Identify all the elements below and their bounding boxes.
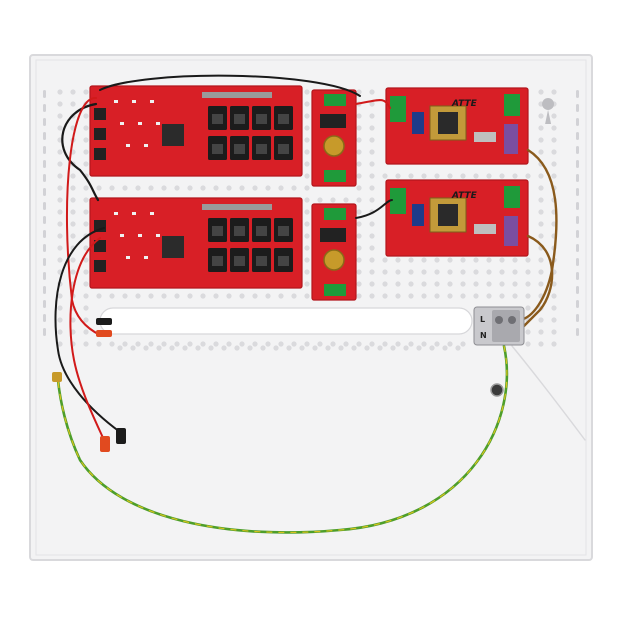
side-vent-slits — [43, 90, 579, 336]
black-wire-top-bus — [99, 74, 361, 97]
terminal-label-l: L — [480, 315, 485, 324]
black-lead-tip-2 — [116, 428, 126, 444]
brown-wire-psu-1 — [518, 148, 558, 322]
black-wire-mid-link — [355, 199, 393, 219]
red-lead-tip-1 — [96, 330, 112, 337]
ground-stud — [490, 383, 504, 397]
dc-converter-board-2 — [311, 203, 357, 301]
black-wire-lead-1 — [54, 227, 121, 433]
boards — [89, 85, 529, 301]
black-lead-tip-1 — [96, 318, 112, 325]
power-supply-board-1 — [385, 87, 529, 165]
enclosure-inner-rim — [35, 59, 587, 556]
white-wire-right — [511, 345, 586, 441]
terminal-label-n: N — [480, 331, 487, 340]
red-wire-lead-1 — [69, 237, 105, 441]
red-wire-left-long — [66, 96, 101, 336]
ground-ring-lug — [52, 372, 62, 382]
psu-brand-label-bottom: ATTE — [451, 191, 478, 201]
keyhole — [542, 98, 555, 124]
wires — [52, 74, 586, 534]
mains-terminal-block: L N — [473, 306, 525, 346]
poe-switch-board-2 — [89, 197, 303, 289]
power-supply-board-2 — [385, 179, 529, 257]
ground-wire-green — [56, 344, 509, 534]
psu-brand-label-top: ATTE — [451, 99, 478, 109]
red-lead-tip-2 — [100, 436, 110, 452]
red-wire-top-link — [355, 99, 391, 109]
cable-slot — [99, 307, 473, 335]
poe-switch-board-1 — [89, 85, 303, 177]
brown-wire-psu-2 — [518, 234, 554, 332]
perforation-holes — [57, 89, 557, 351]
black-wire-link-top — [61, 102, 100, 202]
dc-converter-board-1 — [311, 89, 357, 187]
